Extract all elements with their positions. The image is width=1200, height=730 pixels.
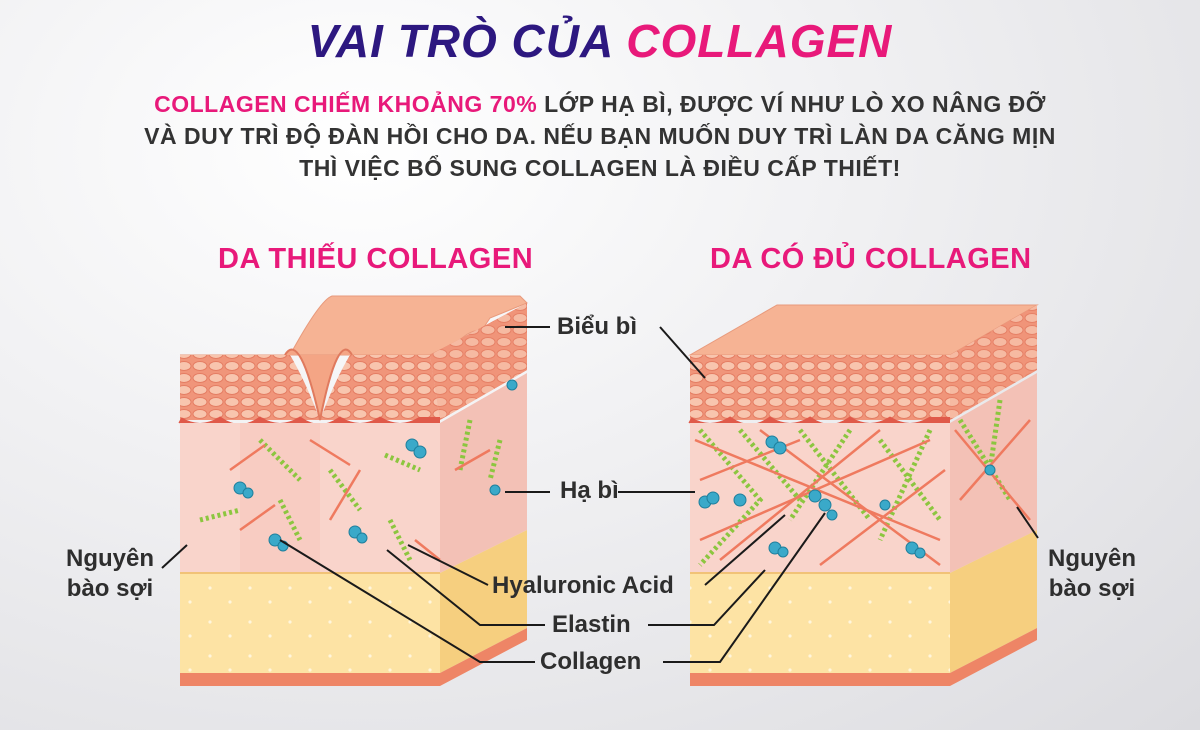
label-collagen: Collagen: [540, 648, 642, 675]
label-epidermis: Biểu bì: [557, 313, 638, 340]
label-hyaluronic-acid: Hyaluronic Acid: [492, 572, 674, 599]
page-title: VAI TRÒ CỦA COLLAGEN: [0, 14, 1200, 68]
intro-highlight: COLLAGEN CHIẾM KHOẢNG 70%: [154, 91, 538, 117]
fibroblast-left-line2: bào sợi: [66, 575, 154, 602]
fibroblast-right-line1: Nguyên: [1047, 545, 1136, 572]
title-part2: COLLAGEN: [626, 15, 893, 67]
intro-rest: LỚP HẠ BÌ, ĐƯỢC VÍ NHƯ LÒ XO NÂNG ĐỠ VÀ …: [144, 91, 1056, 181]
right-heading: DA CÓ ĐỦ COLLAGEN: [710, 243, 1032, 275]
left-skin-block: [178, 295, 528, 686]
label-elastin: Elastin: [552, 611, 631, 638]
callout-lines: [161, 326, 1039, 663]
label-fibroblast-right: Nguyên bào sợi: [1032, 544, 1152, 604]
left-heading: DA THIẾU COLLAGEN: [218, 243, 534, 275]
label-fibroblast-left: Nguyên bào sợi: [50, 544, 170, 604]
fibroblast-right-line2: bào sợi: [1048, 575, 1136, 602]
intro-text: COLLAGEN CHIẾM KHOẢNG 70% LỚP HẠ BÌ, ĐƯỢ…: [140, 88, 1060, 184]
right-skin-block: [688, 304, 1039, 686]
label-dermis: Hạ bì: [560, 477, 619, 504]
title-part1: VAI TRÒ CỦA: [307, 15, 627, 67]
fibroblast-left-line1: Nguyên: [65, 545, 154, 572]
